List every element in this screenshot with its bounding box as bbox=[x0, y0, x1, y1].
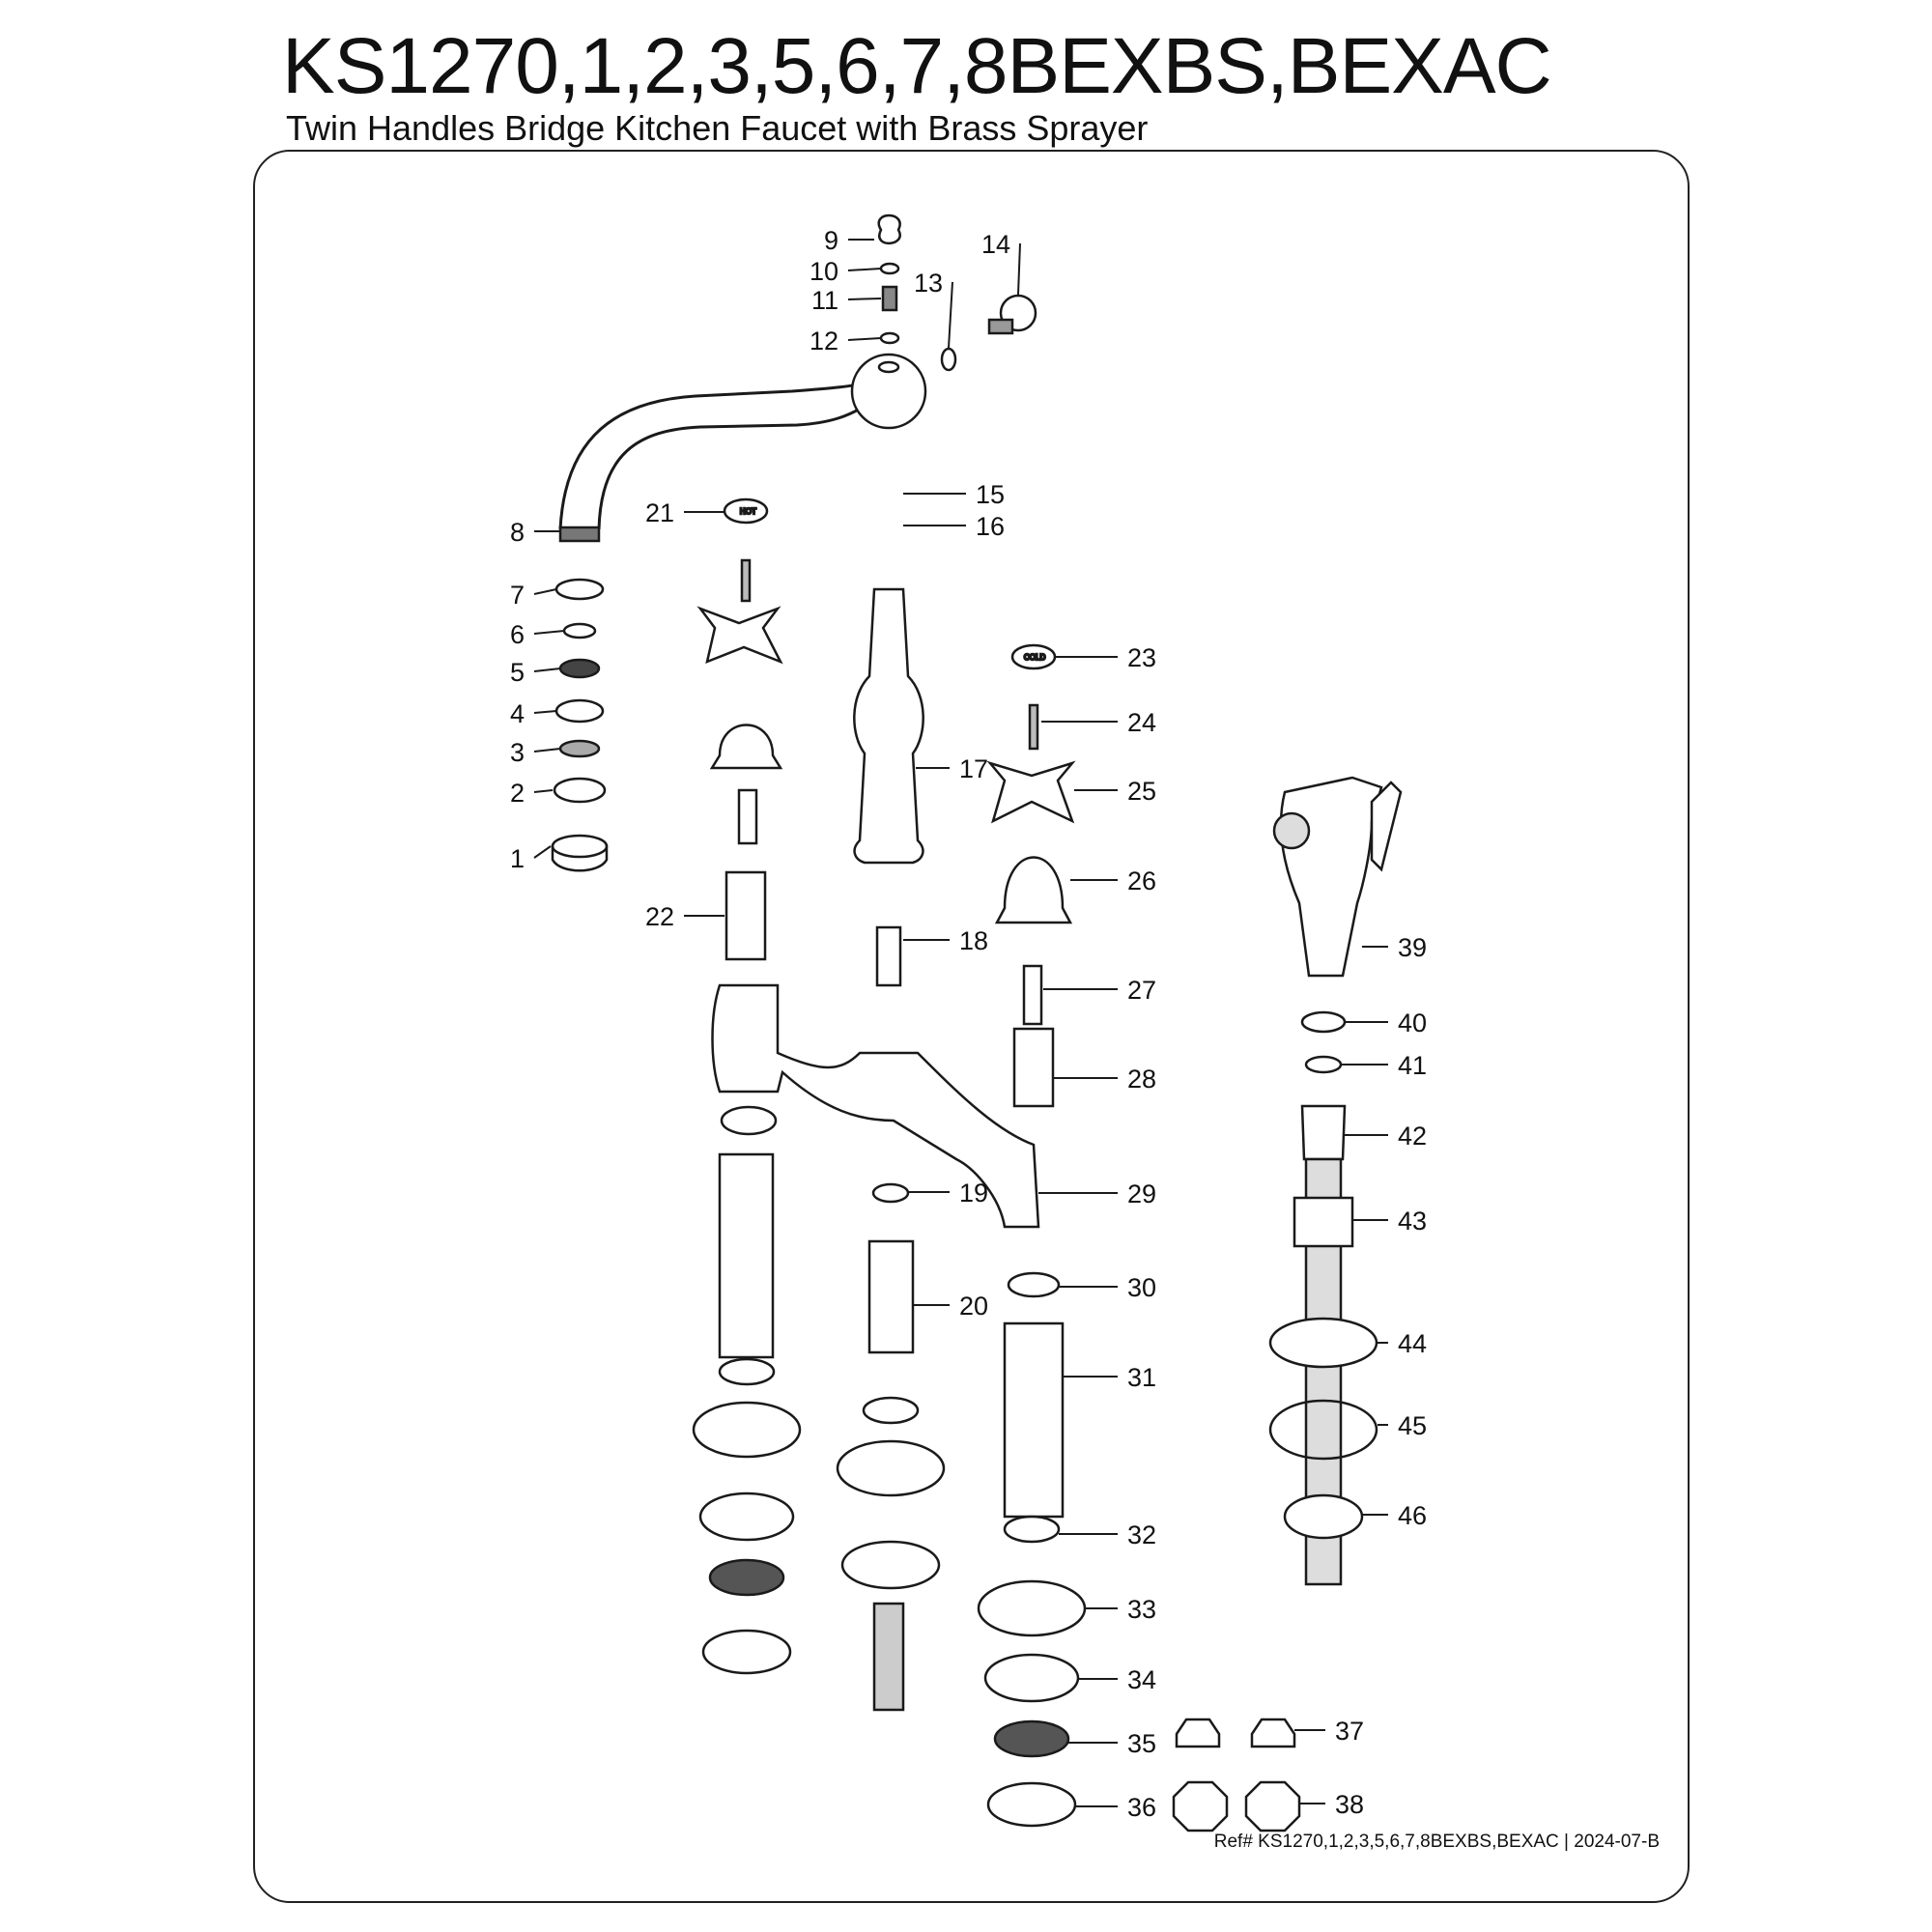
part-number-19: 19 bbox=[959, 1179, 988, 1208]
cold-cross-handle bbox=[986, 760, 1076, 824]
part-number-17: 17 bbox=[959, 754, 988, 783]
part-number-16: 16 bbox=[976, 512, 1005, 541]
part-number-27: 27 bbox=[1127, 976, 1156, 1005]
part-number-18: 18 bbox=[959, 926, 988, 955]
part-number-23: 23 bbox=[1127, 643, 1156, 672]
part-number-3: 3 bbox=[510, 738, 525, 767]
bridge-body bbox=[711, 983, 1040, 1229]
page-title: KS1270,1,2,3,5,6,7,8BEXBS,BEXAC bbox=[282, 22, 1552, 110]
cold-cap-label: COLD bbox=[1024, 653, 1045, 662]
right-shank-31 bbox=[1003, 1321, 1065, 1519]
part-number-13: 13 bbox=[914, 269, 943, 298]
part-number-37: 37 bbox=[1335, 1717, 1364, 1746]
leader-line-13 bbox=[948, 281, 953, 349]
diagram-frame bbox=[253, 150, 1690, 1903]
hot-cartridge-22 bbox=[724, 870, 767, 961]
part-number-21: 21 bbox=[645, 498, 674, 527]
part-number-33: 33 bbox=[1127, 1595, 1156, 1624]
center-hose bbox=[872, 1602, 905, 1712]
part-number-39: 39 bbox=[1398, 933, 1427, 962]
part-number-11: 11 bbox=[811, 286, 838, 315]
part-number-25: 25 bbox=[1127, 777, 1156, 806]
left-shank bbox=[718, 1152, 775, 1359]
leader-line-2 bbox=[533, 789, 554, 793]
part-number-9: 9 bbox=[824, 226, 838, 255]
part-number-28: 28 bbox=[1127, 1065, 1156, 1094]
part-number-34: 34 bbox=[1127, 1665, 1156, 1694]
spout-head bbox=[850, 353, 927, 430]
part-number-14: 14 bbox=[981, 230, 1010, 259]
part-number-40: 40 bbox=[1398, 1009, 1427, 1037]
cold-bell bbox=[994, 856, 1073, 924]
nut-38-right bbox=[1244, 1780, 1301, 1833]
diverter-18 bbox=[875, 925, 902, 987]
part-number-24: 24 bbox=[1127, 708, 1156, 737]
leader-line-5 bbox=[533, 668, 561, 672]
center-shank-20 bbox=[867, 1239, 915, 1354]
part-number-26: 26 bbox=[1127, 867, 1156, 895]
nut-38-left bbox=[1172, 1780, 1229, 1833]
hot-bell bbox=[709, 724, 783, 770]
leader-line-6 bbox=[533, 630, 565, 635]
part-number-38: 38 bbox=[1335, 1790, 1364, 1819]
part-number-4: 4 bbox=[510, 699, 525, 728]
part-number-45: 45 bbox=[1398, 1411, 1427, 1440]
part-number-46: 46 bbox=[1398, 1501, 1427, 1530]
part-number-6: 6 bbox=[510, 620, 525, 649]
spout-tip bbox=[558, 526, 601, 543]
leader-line-4 bbox=[533, 710, 557, 714]
part-number-43: 43 bbox=[1398, 1207, 1427, 1236]
spout-part bbox=[558, 380, 870, 530]
part-number-35: 35 bbox=[1127, 1729, 1156, 1758]
part-number-7: 7 bbox=[510, 581, 525, 610]
part-number-32: 32 bbox=[1127, 1520, 1156, 1549]
part-number-22: 22 bbox=[645, 902, 674, 931]
part-number-44: 44 bbox=[1398, 1329, 1427, 1358]
part-number-10: 10 bbox=[810, 257, 838, 286]
leader-line-14 bbox=[1017, 242, 1021, 296]
part-number-29: 29 bbox=[1127, 1179, 1156, 1208]
leader-line-11 bbox=[847, 298, 882, 300]
part-number-12: 12 bbox=[810, 327, 838, 355]
center-body-17 bbox=[853, 587, 924, 865]
part-number-42: 42 bbox=[1398, 1122, 1427, 1151]
stud-11 bbox=[881, 285, 898, 312]
part-number-5: 5 bbox=[510, 658, 525, 687]
cold-cartridge-28 bbox=[1012, 1027, 1055, 1108]
part-number-20: 20 bbox=[959, 1292, 988, 1321]
part-number-15: 15 bbox=[976, 480, 1005, 509]
hose-nut-42 bbox=[1300, 1104, 1347, 1161]
reference-code: Ref# KS1270,1,2,3,5,6,7,8BEXBS,BEXAC | 2… bbox=[1213, 1832, 1660, 1852]
leader-line-3 bbox=[533, 748, 561, 753]
page-subtitle: Twin Handles Bridge Kitchen Faucet with … bbox=[286, 108, 1149, 148]
leader-line-1 bbox=[533, 845, 552, 859]
part-number-8: 8 bbox=[510, 518, 525, 547]
part-number-1: 1 bbox=[510, 844, 525, 873]
part-number-41: 41 bbox=[1398, 1051, 1427, 1080]
hot-cross-handle bbox=[696, 606, 783, 665]
part-number-36: 36 bbox=[1127, 1793, 1156, 1822]
finial-9 bbox=[877, 213, 901, 245]
leader-line-7 bbox=[533, 588, 557, 595]
hot-cap-label: HOT bbox=[740, 507, 756, 516]
leader-line-10 bbox=[847, 268, 882, 271]
part-number-30: 30 bbox=[1127, 1273, 1156, 1302]
part-number-31: 31 bbox=[1127, 1363, 1156, 1392]
sprayer-trigger bbox=[1370, 781, 1403, 872]
part-number-2: 2 bbox=[510, 779, 525, 808]
spout-part-inner bbox=[597, 404, 866, 530]
leader-line-12 bbox=[847, 337, 882, 341]
